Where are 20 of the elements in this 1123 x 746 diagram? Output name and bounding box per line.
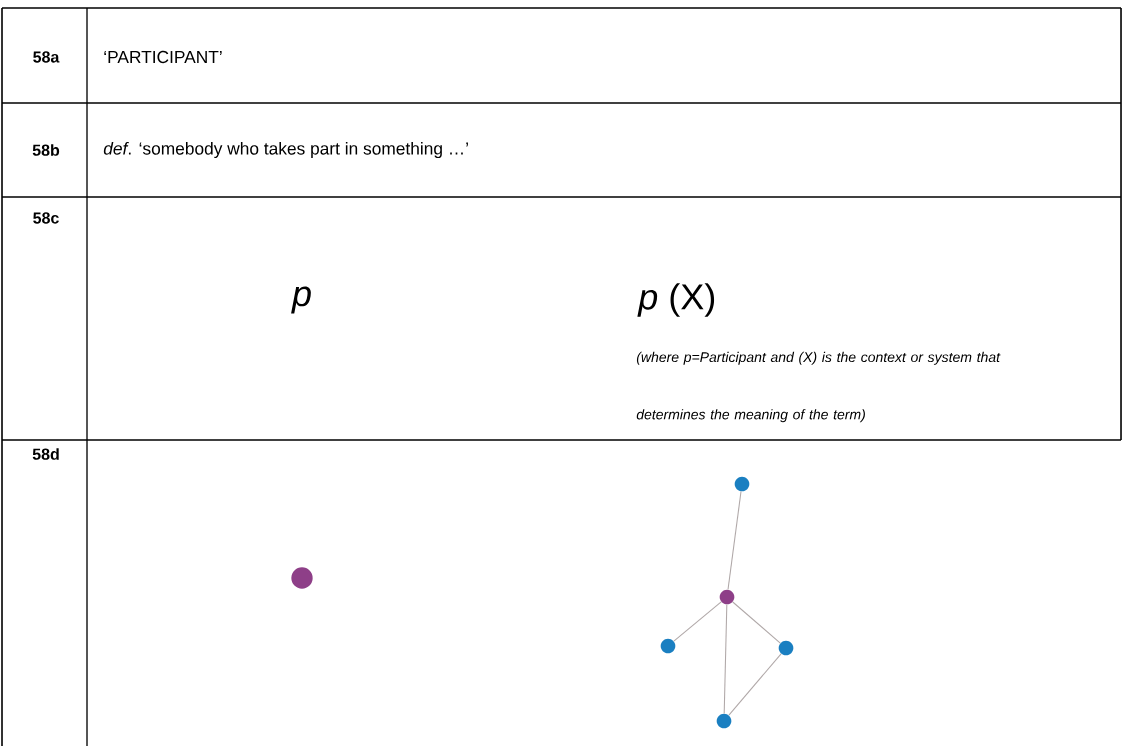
- symbol-text: p: [291, 286, 311, 314]
- network-link: [728, 653, 782, 716]
- network-dot: [778, 640, 794, 656]
- network-dot: [719, 589, 735, 605]
- term-text: ‘PARTICIPANT’: [104, 50, 222, 64]
- network-link: [673, 601, 722, 642]
- row-number: 58b: [32, 144, 60, 156]
- note-text: (where p=Participant and (X) is the context or system that determines the meaning of the term): [636, 351, 1001, 423]
- dot: [291, 567, 313, 589]
- row-number: 58d: [32, 448, 59, 460]
- network-link: [727, 491, 742, 590]
- row-number: 58a: [33, 51, 60, 63]
- row-number: 58c: [33, 212, 59, 224]
- network-dot: [716, 713, 732, 729]
- symbol-text: p (X): [637, 283, 715, 317]
- definition-text: def. ‘somebody who takes part in something …’: [103, 141, 468, 159]
- network-dot: [734, 476, 750, 492]
- network-dot: [660, 638, 676, 654]
- network-link: [723, 604, 728, 714]
- network-link: [732, 601, 781, 644]
